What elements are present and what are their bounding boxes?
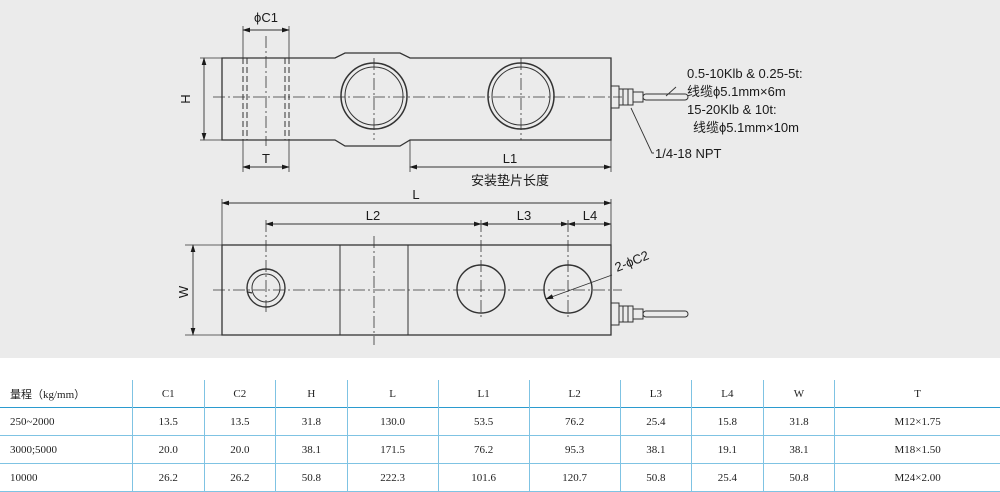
- header-c2: C2: [203, 380, 276, 408]
- label-l4: L4: [583, 208, 597, 223]
- c1-hole: [242, 58, 290, 140]
- cell-w: 38.1: [762, 435, 835, 464]
- cable-gland-side: [610, 85, 689, 109]
- label-phi-c2: 2-ϕC2: [613, 248, 652, 275]
- cell-l3: 38.1: [619, 435, 692, 464]
- cell-l1: 101.6: [437, 463, 530, 492]
- cell-h: 38.1: [275, 435, 348, 464]
- cell-w: 50.8: [762, 463, 835, 492]
- cell-l: 222.3: [346, 463, 439, 492]
- cell-w: 31.8: [762, 407, 835, 436]
- cell-l: 171.5: [346, 435, 439, 464]
- cable-note-line-2: 线缆ϕ5.1mm×6m: [687, 84, 786, 99]
- table-row: 10000 26.2 26.2 50.8 222.3 101.6 120.7 5…: [0, 463, 1000, 492]
- cell-l1: 76.2: [437, 435, 530, 464]
- cell-c2: 13.5: [203, 407, 276, 436]
- top-view: [185, 199, 689, 345]
- cell-c1: 26.2: [132, 463, 205, 492]
- cell-l3: 25.4: [619, 407, 692, 436]
- label-h: H: [178, 94, 193, 103]
- header-h: H: [275, 380, 348, 408]
- cell-l4: 15.8: [691, 407, 764, 436]
- header-t: T: [834, 380, 1000, 408]
- cell-l2: 95.3: [528, 435, 621, 464]
- spec-table: 量程（kg/mm） C1 C2 H L L1 L2 L3 L4 W T 250~…: [0, 380, 1000, 492]
- cable-note-line-4: 线缆ϕ5.1mm×10m: [693, 120, 799, 135]
- cell-c1: 20.0: [132, 435, 205, 464]
- cell-h: 50.8: [275, 463, 348, 492]
- side-view: [200, 26, 689, 172]
- label-l: L: [412, 187, 419, 202]
- header-l: L: [346, 380, 439, 408]
- cell-t: M24×2.00: [834, 463, 1000, 492]
- cell-range: 10000: [10, 471, 38, 484]
- npt-leader: [630, 107, 654, 154]
- label-l3: L3: [517, 208, 531, 223]
- cell-l2: 120.7: [528, 463, 621, 492]
- header-l3: L3: [619, 380, 692, 408]
- side-view-body: [221, 52, 612, 147]
- header-l4: L4: [691, 380, 764, 408]
- table-row: 250~2000 13.5 13.5 31.8 130.0 53.5 76.2 …: [0, 407, 1000, 436]
- cable-note-line-3: 15-20Klb & 10t:: [687, 102, 777, 117]
- cell-t: M12×1.75: [834, 407, 1000, 436]
- c2-leader: [545, 274, 613, 300]
- cable-note-line-1: 0.5-10Klb & 0.25-5t:: [687, 66, 803, 81]
- table-row: 3000;5000 20.0 20.0 38.1 171.5 76.2 95.3…: [0, 435, 1000, 464]
- label-t: T: [262, 151, 270, 166]
- cell-l4: 19.1: [691, 435, 764, 464]
- label-phi-c1: ϕC1: [254, 10, 278, 25]
- label-w: W: [176, 285, 191, 298]
- spec-table-header: 量程（kg/mm） C1 C2 H L L1 L2 L3 L4 W T: [0, 380, 1000, 408]
- label-l2: L2: [366, 208, 380, 223]
- label-npt: 1/4-18 NPT: [655, 146, 722, 161]
- cell-l1: 53.5: [437, 407, 530, 436]
- cell-h: 31.8: [275, 407, 348, 436]
- cell-c2: 26.2: [203, 463, 276, 492]
- label-l1: L1: [503, 151, 517, 166]
- cell-c2: 20.0: [203, 435, 276, 464]
- header-w: W: [762, 380, 835, 408]
- label-pad-length: 安装垫片长度: [471, 173, 549, 188]
- cable-leader: [665, 86, 677, 97]
- header-l1: L1: [437, 380, 530, 408]
- cell-t: M18×1.50: [834, 435, 1000, 464]
- cell-l2: 76.2: [528, 407, 621, 436]
- cell-range: 3000;5000: [10, 443, 58, 456]
- cell-l4: 25.4: [691, 463, 764, 492]
- cell-l3: 50.8: [619, 463, 692, 492]
- header-l2: L2: [528, 380, 621, 408]
- technical-drawing: ϕC1 H T L1 安装垫片长度 L L2 L3 L4 W 2-ϕC2 1/4…: [0, 0, 1000, 358]
- cell-c1: 13.5: [132, 407, 205, 436]
- cable-gland-top: [610, 302, 689, 326]
- header-c1: C1: [132, 380, 205, 408]
- cell-range: 250~2000: [10, 415, 55, 428]
- cell-l: 130.0: [346, 407, 439, 436]
- header-range: 量程（kg/mm）: [10, 388, 86, 401]
